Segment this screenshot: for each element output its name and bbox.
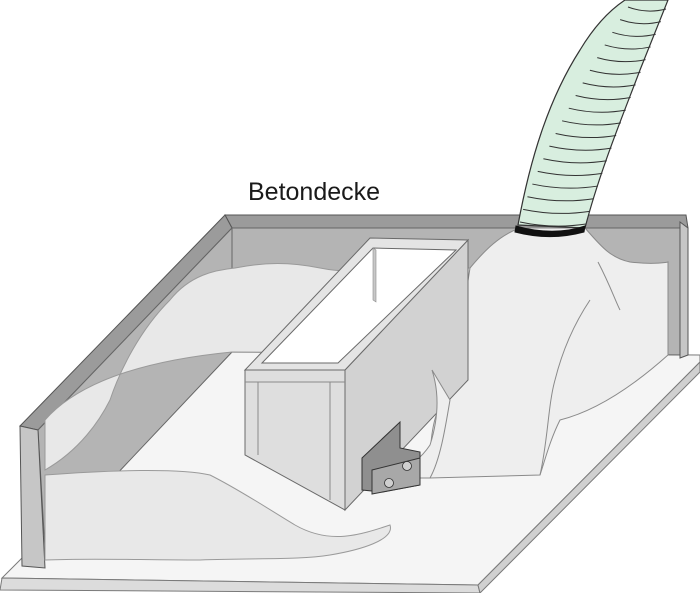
hose-ring <box>537 170 603 176</box>
box-opening <box>260 247 458 364</box>
hose-ring <box>582 82 636 88</box>
hose <box>517 0 669 229</box>
hose-ring <box>523 208 590 214</box>
left-wall-front <box>19 425 46 569</box>
hose-ring <box>555 132 617 139</box>
hose-ring <box>519 221 587 227</box>
hose-ring <box>527 196 594 202</box>
hose-ring <box>612 31 656 37</box>
hose-ring <box>549 145 612 151</box>
hose-ring <box>561 120 621 126</box>
bracket-hole-1 <box>384 478 394 488</box>
hose-rings <box>519 6 667 227</box>
hose-ring <box>543 158 607 164</box>
back-wall-top <box>224 214 689 229</box>
hose-ring <box>627 6 667 12</box>
box-inner-wall <box>372 247 377 303</box>
hose-ring <box>604 44 651 50</box>
hose-band <box>514 225 586 237</box>
hose-ring <box>619 19 661 25</box>
hose-ring <box>575 95 631 101</box>
hose-ring <box>589 69 641 75</box>
hose-ring <box>568 107 626 113</box>
base-board-edge-right <box>477 361 700 594</box>
hose-ring <box>532 183 598 189</box>
right-wall-end <box>679 221 689 359</box>
mound-contour <box>539 261 621 476</box>
concrete-fill-front <box>44 469 391 561</box>
bracket-hole-2 <box>402 461 412 471</box>
hose-ring <box>597 57 646 63</box>
label-betondecke: Betondecke <box>248 178 381 206</box>
